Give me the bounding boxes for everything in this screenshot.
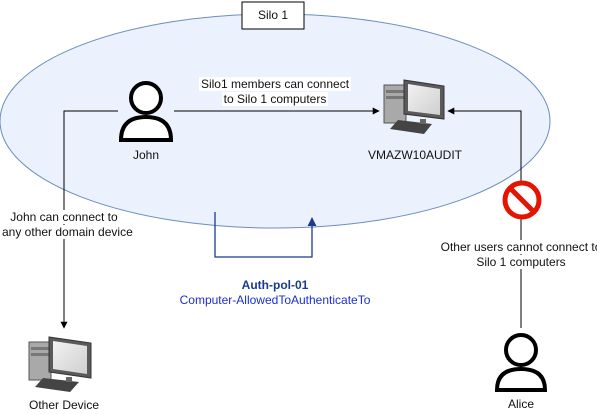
desktop-computer-icon bbox=[28, 336, 92, 392]
edge-label-line: to Silo 1 computers bbox=[221, 92, 329, 106]
edge-label-line: Other users cannot connect to bbox=[438, 240, 597, 254]
auth-policy-name: Auth-pol-01 bbox=[241, 278, 309, 292]
person-icon bbox=[118, 81, 174, 142]
auth-policy-attribute: Computer-AllowedToAuthenticateTo bbox=[179, 293, 371, 307]
edge-john-to-other-device bbox=[60, 110, 118, 329]
edge-label-alice-blocked: Other users cannot connect to Silo 1 com… bbox=[436, 240, 597, 270]
edge-label-line: Silo 1 computers bbox=[474, 255, 568, 269]
silo-title-box bbox=[241, 1, 305, 30]
prohibited-icon bbox=[502, 180, 542, 220]
john-label: John bbox=[132, 148, 160, 162]
alice-label: Alice bbox=[507, 397, 534, 411]
silo-boundary bbox=[0, 13, 551, 229]
person-icon bbox=[494, 333, 548, 392]
edge-label-line: any other domain device bbox=[0, 225, 135, 239]
silo-title: Silo 1 bbox=[257, 8, 289, 22]
target-computer-label: VMAZW10AUDIT bbox=[367, 148, 462, 162]
auth-policy-label: Auth-pol-01 Computer-AllowedToAuthentica… bbox=[160, 278, 390, 308]
edge-label-john-to-other: John can connect to any other domain dev… bbox=[0, 210, 135, 240]
desktop-computer-icon bbox=[383, 79, 445, 134]
edge-label-john-to-computer: Silo1 members can connect to Silo 1 comp… bbox=[190, 77, 360, 107]
edge-label-line: John can connect to bbox=[8, 210, 120, 224]
other-device-label: Other Device bbox=[28, 398, 100, 412]
edge-auth-policy bbox=[214, 212, 317, 258]
edge-label-line: Silo1 members can connect bbox=[198, 77, 352, 91]
